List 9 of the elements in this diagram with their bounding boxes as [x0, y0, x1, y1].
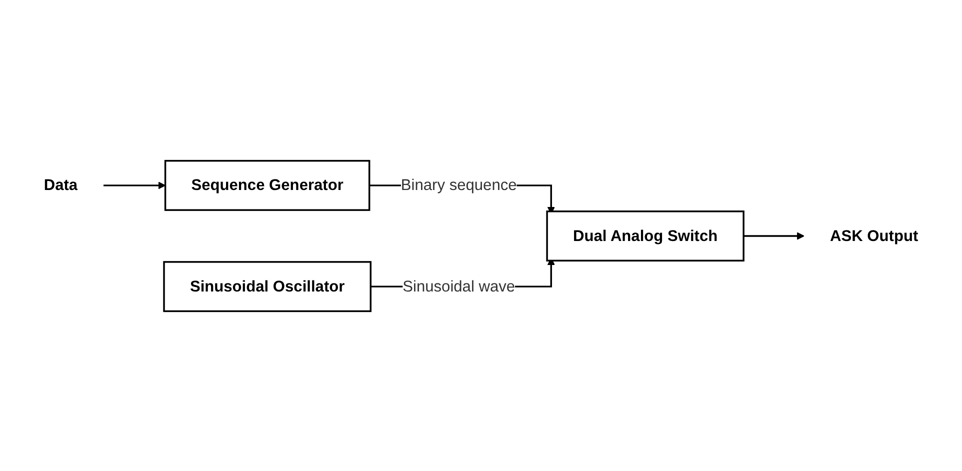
edge-label: Binary sequence	[400, 176, 517, 194]
node-box: Sinusoidal Oscillator	[163, 260, 372, 312]
edge-label: Sinusoidal wave	[402, 276, 516, 294]
arrow	[744, 232, 804, 240]
node-text: Data	[44, 176, 78, 194]
node-box: Sequence Generator	[164, 159, 370, 210]
node-box: Dual Analog Switch	[546, 210, 744, 261]
node-text: ASK Output	[830, 226, 918, 244]
arrow	[104, 181, 166, 189]
